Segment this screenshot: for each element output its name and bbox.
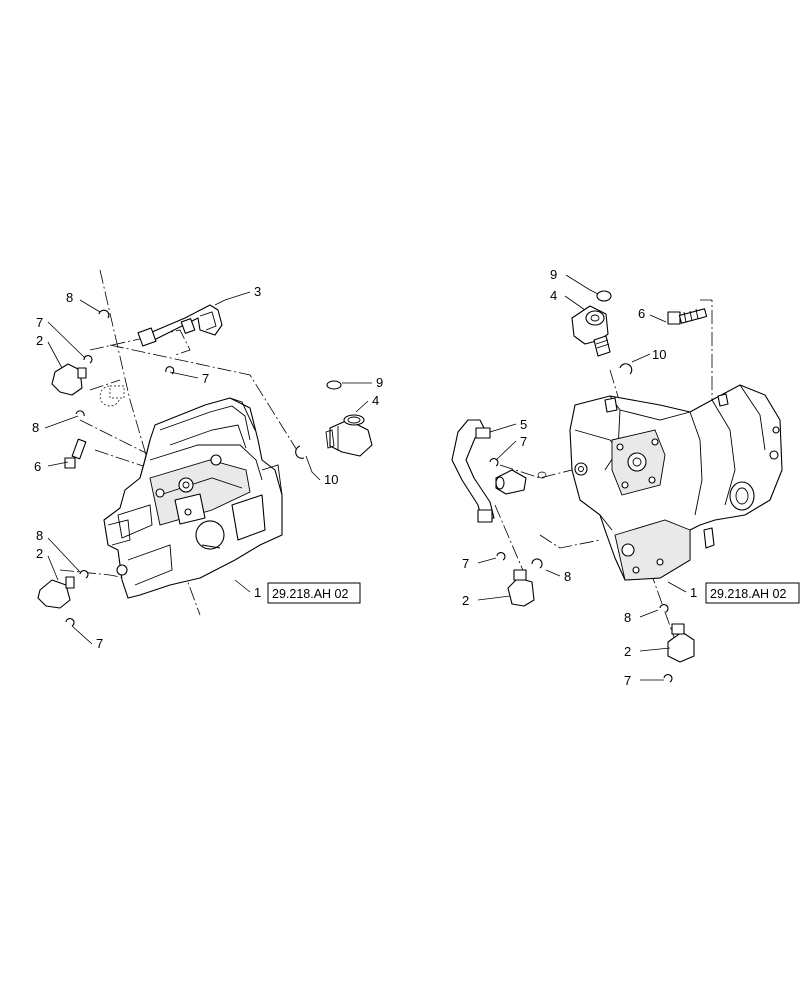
right-assembly: 9 4 6 10 5 7 7 8 2 1 8 2 7 29.218.AH 02 — [451, 267, 800, 688]
left-tube — [137, 304, 223, 347]
left-callout-1: 1 — [254, 585, 261, 600]
left-assembly: 8 7 2 3 7 8 6 8 2 7 9 4 10 1 29.218.AH 0… — [32, 269, 383, 651]
right-o-ring-9 — [596, 290, 612, 302]
left-seal-8-low — [79, 570, 89, 579]
left-callout-10: 10 — [324, 472, 338, 487]
right-o-ring-10 — [619, 363, 633, 375]
left-callout-8-top: 8 — [66, 290, 73, 305]
left-callout-7-a: 7 — [36, 315, 43, 330]
left-seal-7-c — [65, 618, 75, 627]
left-seal-8-top — [98, 309, 110, 319]
left-elbow-fitting-upper — [51, 363, 87, 396]
right-callout-10: 10 — [652, 347, 666, 362]
left-callout-7-c: 7 — [96, 636, 103, 651]
right-callout-5: 5 — [520, 417, 527, 432]
left-reference-label: 29.218.AH 02 — [272, 587, 348, 601]
right-callout-6: 6 — [638, 306, 645, 321]
right-seal-8-a — [531, 558, 543, 569]
left-hidden-fitting — [99, 385, 125, 407]
left-callout-8-low: 8 — [36, 528, 43, 543]
left-o-ring-10 — [295, 445, 305, 459]
right-reference-box — [705, 582, 800, 604]
right-callout-4: 4 — [550, 288, 557, 303]
left-seal-7-a — [83, 355, 93, 364]
right-callout-1: 1 — [690, 585, 697, 600]
left-elbow-fitting — [325, 414, 373, 457]
left-callout-3: 3 — [254, 284, 261, 299]
right-callout-7-b: 7 — [462, 556, 469, 571]
left-callout-6: 6 — [34, 459, 41, 474]
right-seal-7-c — [663, 674, 673, 683]
left-callout-2-b: 2 — [36, 546, 43, 561]
left-reference-box — [267, 582, 361, 604]
right-elbow-fitting — [571, 305, 611, 357]
right-fitting-2-a — [507, 569, 535, 607]
left-bolt — [64, 438, 87, 469]
right-callout-8-a: 8 — [564, 569, 571, 584]
left-callout-9: 9 — [376, 375, 383, 390]
right-motor-housing — [569, 384, 783, 581]
left-callout-4: 4 — [372, 393, 379, 408]
right-callout-2-b: 2 — [624, 644, 631, 659]
left-callout-2-a: 2 — [36, 333, 43, 348]
right-callout-8-b: 8 — [624, 610, 631, 625]
right-callout-2-a: 2 — [462, 593, 469, 608]
right-bolt — [667, 308, 708, 325]
right-o-ring-small — [537, 471, 547, 479]
left-pump-motor-housing — [103, 397, 283, 599]
left-elbow-fitting-lower — [37, 576, 75, 609]
right-callout-7-c: 7 — [624, 673, 631, 688]
right-seal-8-b — [659, 604, 669, 613]
right-callout-9: 9 — [550, 267, 557, 282]
right-seal-7-b — [496, 552, 506, 561]
right-callout-7-a: 7 — [520, 434, 527, 449]
left-seal-8-mid — [75, 410, 85, 417]
right-reference-label: 29.218.AH 02 — [710, 587, 786, 601]
right-small-fitting — [495, 469, 527, 495]
left-callout-8-mid: 8 — [32, 420, 39, 435]
right-seal-7-a — [489, 458, 499, 467]
left-o-ring-9 — [326, 380, 342, 390]
right-fitting-2-b — [667, 623, 695, 663]
right-tube — [451, 419, 495, 523]
left-callout-7-b: 7 — [202, 371, 209, 386]
